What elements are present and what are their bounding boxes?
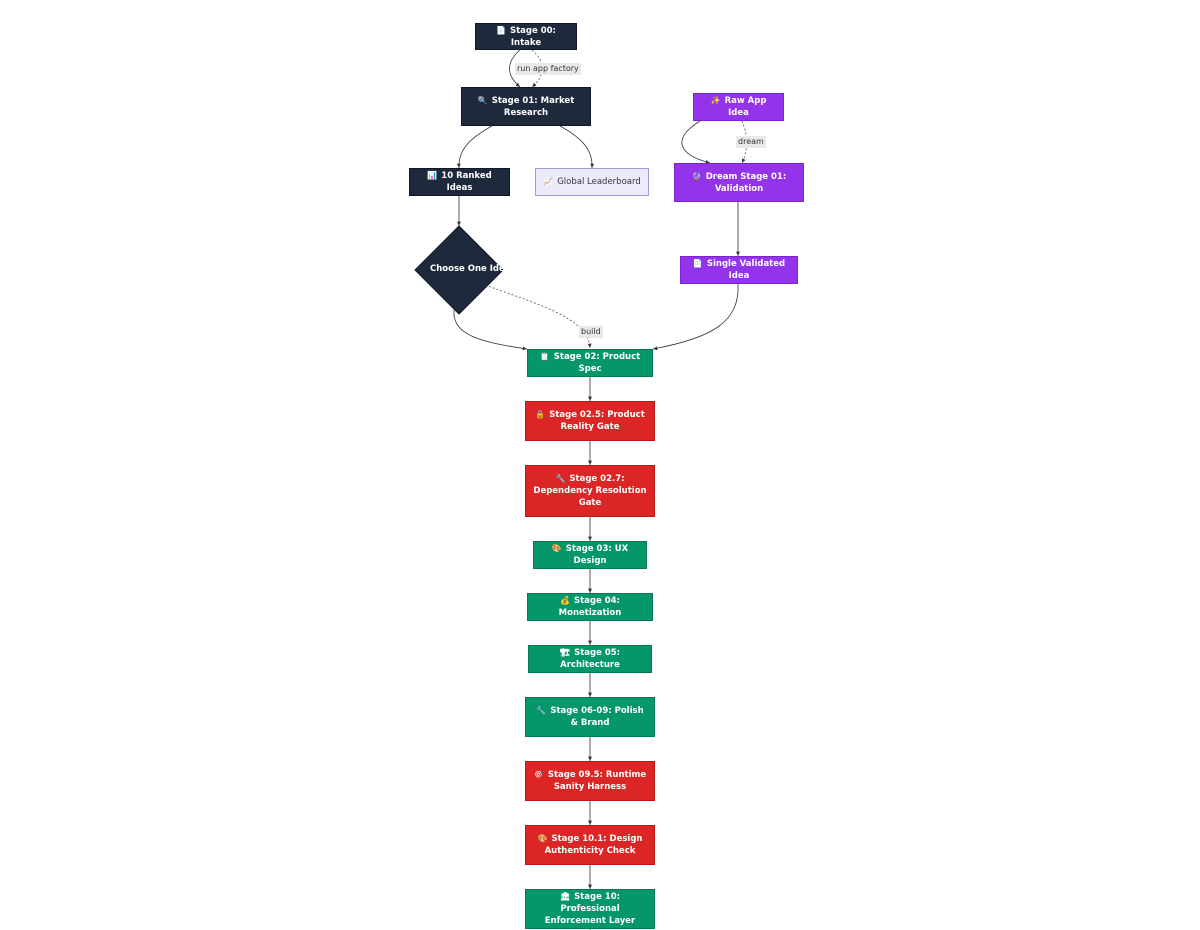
node-product-reality-gate-label: Stage 02.5: Product Reality Gate xyxy=(549,410,645,432)
construction-icon: 🏗 xyxy=(559,648,571,657)
wrench-icon: 🔧 xyxy=(555,474,566,483)
lock-icon: 🔒 xyxy=(535,410,546,419)
node-product-spec[interactable]: 📋Stage 02: Product Spec xyxy=(527,349,653,377)
edge-market-to-ranked xyxy=(456,125,493,169)
node-dream-validation-label: Dream Stage 01: Validation xyxy=(705,171,787,194)
clipboard-icon: 📋 xyxy=(539,352,550,361)
choose-idea-label: Choose One Idea xyxy=(430,264,511,274)
palette-icon: 🎨 xyxy=(551,544,562,553)
node-design-authenticity-check-label: Stage 10.1: Design Authenticity Check xyxy=(544,834,643,856)
node-product-reality-gate[interactable]: 🔒Stage 02.5: Product Reality Gate xyxy=(525,401,655,441)
edge-label-run-app-factory: run app factory xyxy=(515,63,581,75)
node-dependency-resolution-gate-label: Stage 02.7: Dependency Resolution Gate xyxy=(533,474,647,508)
building-icon: 🏛 xyxy=(559,892,571,901)
target-icon: 🎯 xyxy=(533,770,544,779)
edge-label-build: build xyxy=(579,326,603,338)
node-monetization-label: Stage 04: Monetization xyxy=(558,596,622,618)
node-polish-brand-label: Stage 06-09: Polish & Brand xyxy=(550,706,644,728)
edge-intake-to-market xyxy=(509,49,521,88)
node-intake[interactable]: 📄 Stage 00: Intake xyxy=(475,23,577,50)
node-single-validated-idea[interactable]: 📄Single Validated Idea xyxy=(680,256,798,284)
edge-choose-to-spec-build xyxy=(484,284,592,349)
search-icon: 🔍 xyxy=(477,95,488,105)
node-raw-app-idea-label: Raw App Idea xyxy=(724,96,767,118)
node-market-research-label: Stage 01: Market Research xyxy=(491,95,575,118)
palette-icon: 🎨 xyxy=(537,834,548,843)
node-ux-design[interactable]: 🎨Stage 03: UX Design xyxy=(533,541,647,569)
trend-chart-icon: 📈 xyxy=(543,177,554,186)
document-icon: 📄 xyxy=(692,259,703,268)
node-market-research[interactable]: 🔍Stage 01: Market Research xyxy=(461,87,591,126)
edge-label-dream: dream xyxy=(736,136,766,148)
node-runtime-sanity-harness-label: Stage 09.5: Runtime Sanity Harness xyxy=(547,770,647,792)
bar-chart-icon: 📊 xyxy=(427,171,438,180)
node-polish-brand[interactable]: 🔧Stage 06-09: Polish & Brand xyxy=(525,697,655,737)
node-intake-label: Stage 00: Intake xyxy=(510,25,556,48)
node-ranked-ideas[interactable]: 📊10 Ranked Ideas xyxy=(409,168,510,196)
node-single-validated-idea-label: Single Validated Idea xyxy=(706,259,786,281)
node-architecture[interactable]: 🏗Stage 05: Architecture xyxy=(528,645,652,673)
edge-choose-to-spec xyxy=(453,309,528,351)
edge-raw-to-dream xyxy=(681,120,711,164)
node-ranked-ideas-label: 10 Ranked Ideas xyxy=(441,171,492,193)
node-product-spec-label: Stage 02: Product Spec xyxy=(553,352,641,374)
node-global-leaderboard[interactable]: 📈Global Leaderboard xyxy=(535,168,649,196)
node-runtime-sanity-harness[interactable]: 🎯Stage 09.5: Runtime Sanity Harness xyxy=(525,761,655,801)
wrench-icon: 🔧 xyxy=(536,706,547,715)
edge-validated-to-spec xyxy=(652,283,739,351)
money-bag-icon: 💰 xyxy=(560,596,570,605)
document-icon: 📄 xyxy=(496,25,506,35)
node-dependency-resolution-gate[interactable]: 🔧Stage 02.7: Dependency Resolution Gate xyxy=(525,465,655,517)
sparkles-icon: ✨ xyxy=(710,96,721,105)
node-design-authenticity-check[interactable]: 🎨Stage 10.1: Design Authenticity Check xyxy=(525,825,655,865)
edge-market-to-leaderboard xyxy=(559,125,595,169)
node-monetization[interactable]: 💰Stage 04: Monetization xyxy=(527,593,653,621)
node-architecture-label: Stage 05: Architecture xyxy=(560,648,621,670)
node-raw-app-idea[interactable]: ✨Raw App Idea xyxy=(693,93,784,121)
choose-idea-diamond[interactable] xyxy=(414,225,504,315)
node-professional-enforcement-layer-label: Stage 10: Professional Enforcement Layer xyxy=(544,892,636,926)
node-ux-design-label: Stage 03: UX Design xyxy=(565,544,629,566)
crystal-ball-icon: 🔮 xyxy=(691,171,702,181)
node-global-leaderboard-label: Global Leaderboard xyxy=(557,177,641,187)
node-dream-validation[interactable]: 🔮Dream Stage 01: Validation xyxy=(674,163,804,202)
node-professional-enforcement-layer[interactable]: 🏛Stage 10: Professional Enforcement Laye… xyxy=(525,889,655,929)
